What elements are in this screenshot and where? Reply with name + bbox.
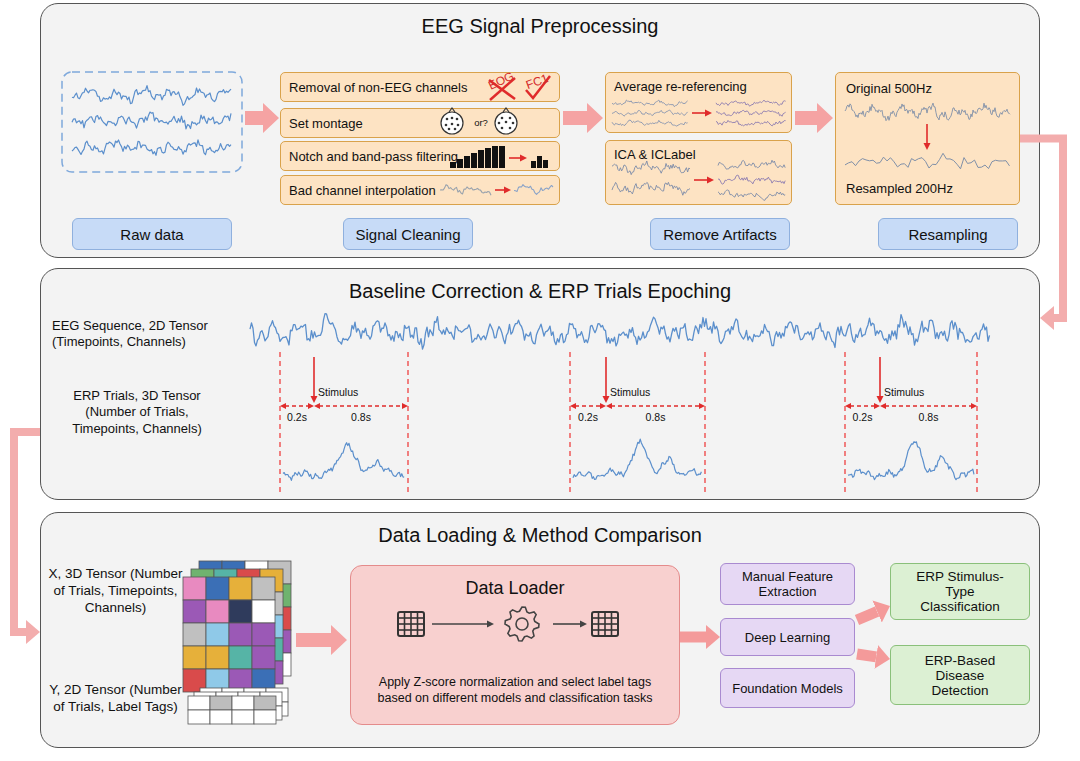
step-box: ICA & ICLabel [605, 140, 792, 205]
node-text: Notch and band-pass filtering [289, 149, 458, 164]
node-text: Original 500Hz [846, 81, 932, 96]
node-text: Raw data [120, 226, 183, 243]
stage-label-box: Signal Cleaning [343, 218, 473, 250]
node-text: Foundation Models [732, 681, 843, 696]
task-box: ERP Stimulus-Type Classification [890, 563, 1030, 620]
node-text: Remove Artifacts [663, 226, 776, 243]
node-text: Average re-referencing [614, 79, 747, 94]
node-text: ERP-Based Disease Detection [913, 653, 1007, 698]
node-text: Manual Feature Extraction [729, 569, 846, 599]
flow-connector [14, 432, 40, 632]
stage-label-box: Resampling [878, 218, 1018, 250]
step-box: Removal of non-EEG channels [280, 72, 560, 102]
node-text: Resampling [908, 226, 987, 243]
panel-title: EEG Signal Preprocessing [41, 15, 1039, 38]
node-body-text: Resampled 200Hz [846, 181, 953, 196]
stage-label-box: Raw data [72, 218, 232, 250]
node-text: Signal Cleaning [355, 226, 460, 243]
node-text: Deep Learning [745, 630, 830, 645]
method-box: Deep Learning [720, 618, 855, 656]
node-body-text: Apply Z-score normalization and select l… [361, 674, 669, 706]
step-box: Original 500HzResampled 200Hz [835, 72, 1020, 205]
node-text: Removal of non-EEG channels [289, 80, 467, 95]
panel-title: Data Loading & Method Comparison [41, 524, 1039, 547]
stage-label-box: Remove Artifacts [650, 218, 790, 250]
node-text: Bad channel interpolation [289, 183, 436, 198]
step-box: Set montage [280, 108, 560, 138]
node-text: Data Loader [465, 578, 564, 599]
panel-title: Baseline Correction & ERP Trials Epochin… [41, 280, 1039, 303]
section-panel: Baseline Correction & ERP Trials Epochin… [40, 268, 1040, 500]
node-text: ERP Stimulus-Type Classification [913, 569, 1007, 614]
section-panel: Data Loading & Method ComparisonData Loa… [40, 512, 1040, 748]
node-text: Set montage [289, 116, 363, 131]
method-box: Foundation Models [720, 668, 855, 708]
step-box: Average re-referencing [605, 72, 792, 133]
step-box: Notch and band-pass filtering [280, 141, 560, 171]
step-box: Bad channel interpolation [280, 175, 560, 205]
node-text: ICA & ICLabel [614, 147, 696, 162]
task-box: ERP-Based Disease Detection [890, 645, 1030, 705]
loader-box: Data LoaderApply Z-score normalization a… [350, 565, 680, 725]
section-panel: EEG Signal PreprocessingRemoval of non-E… [40, 3, 1040, 258]
method-box: Manual Feature Extraction [720, 563, 855, 605]
